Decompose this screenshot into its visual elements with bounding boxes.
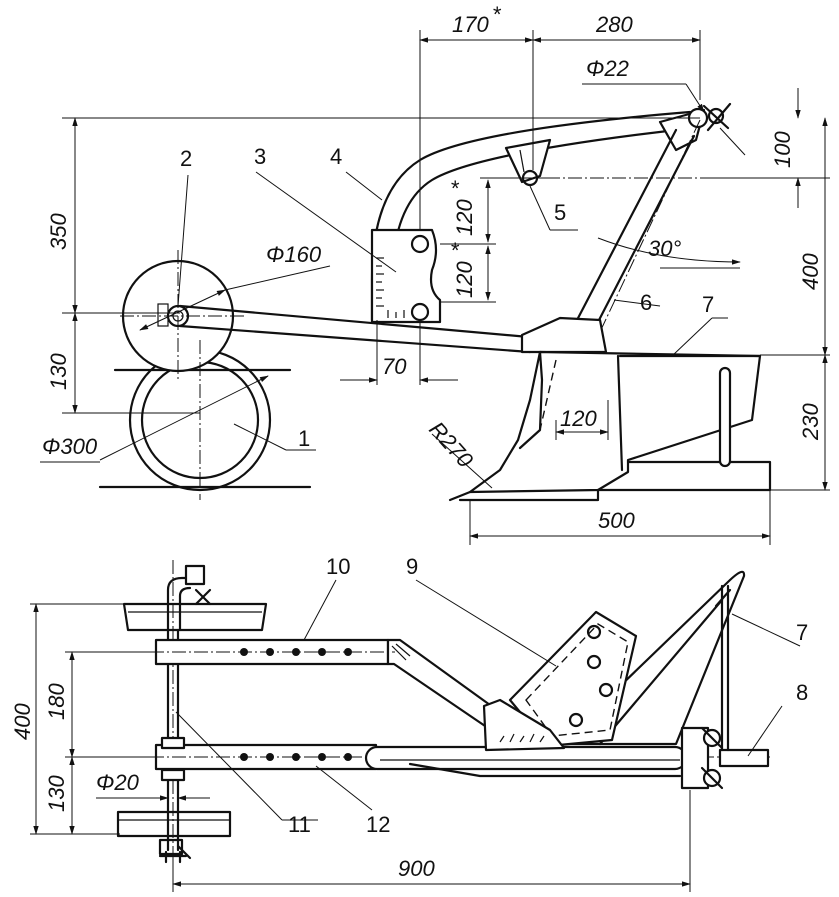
part-label-4: 4 (330, 144, 342, 169)
dim-r270: R270 (424, 417, 478, 473)
dim-170-star: * (492, 2, 502, 27)
frame-beam (178, 304, 542, 354)
part-label-9: 9 (406, 554, 418, 579)
pivot-bracket (504, 138, 552, 187)
dim-120-plow: 120 (560, 406, 597, 431)
axle-collar-lower (160, 768, 186, 782)
dim-280: 280 (595, 12, 633, 37)
part-label-7: 7 (702, 292, 714, 317)
dim-170: 170 (452, 12, 489, 37)
dim-230: 230 (798, 403, 823, 441)
part-label-7-plan: 7 (796, 620, 808, 645)
plow-rod (718, 366, 732, 468)
plow-body (448, 350, 772, 502)
part-label-6: 6 (640, 290, 652, 315)
dim-phi20: Φ20 (96, 770, 140, 795)
dim-120-upper-star: * (450, 176, 460, 201)
part-label-1: 1 (298, 426, 310, 451)
dimension-lines-top (40, 30, 830, 545)
dim-350: 350 (46, 213, 71, 250)
dim-120-lower: 120 (452, 261, 477, 298)
part-label-8: 8 (796, 680, 808, 705)
adjustment-plate (370, 228, 442, 324)
dim-70: 70 (382, 354, 407, 379)
top-pivot-bolt (658, 102, 732, 152)
part-label-11: 11 (288, 812, 311, 837)
dim-100: 100 (770, 131, 795, 168)
dim-phi300: Φ300 (42, 434, 98, 459)
side-elevation-view: 170 * 280 Φ22 100 350 Φ160 120 * 120 * 3… (40, 2, 830, 545)
dim-120-lower-star: * (450, 238, 460, 263)
dim-400-top: 400 (798, 253, 823, 290)
dim-30-degrees: 30° (648, 236, 681, 261)
part-label-2: 2 (180, 146, 192, 171)
upper-beam (150, 638, 510, 730)
rear-bracket (680, 584, 770, 790)
part-label-12: 12 (366, 812, 390, 837)
lower-wheel-plan (116, 810, 232, 856)
dim-500: 500 (598, 508, 635, 533)
part-label-5: 5 (554, 200, 566, 225)
dim-130-top: 130 (46, 353, 71, 390)
part-label-3: 3 (254, 144, 266, 169)
upper-wheel-plan (122, 564, 268, 632)
dim-130-plan: 130 (44, 775, 69, 812)
dim-phi22: Φ22 (586, 56, 629, 81)
dim-180-plan: 180 (44, 683, 69, 720)
dim-900: 900 (398, 856, 435, 881)
axle-collar-upper (160, 736, 186, 750)
dim-phi160: Φ160 (266, 242, 322, 267)
dim-120-upper: 120 (452, 199, 477, 236)
gusset-scale-plan (482, 698, 566, 752)
scale-marks (376, 257, 405, 318)
part-label-10: 10 (326, 554, 350, 579)
longitudinal-tube (364, 745, 688, 778)
plan-view: 400 180 130 Φ20 900 10 9 7 8 11 12 (10, 554, 808, 892)
axle-bolt-bottom (158, 844, 192, 864)
dimension-lines-plan (30, 579, 801, 892)
strut-gusset (520, 316, 608, 354)
dim-400-plan: 400 (10, 703, 35, 740)
